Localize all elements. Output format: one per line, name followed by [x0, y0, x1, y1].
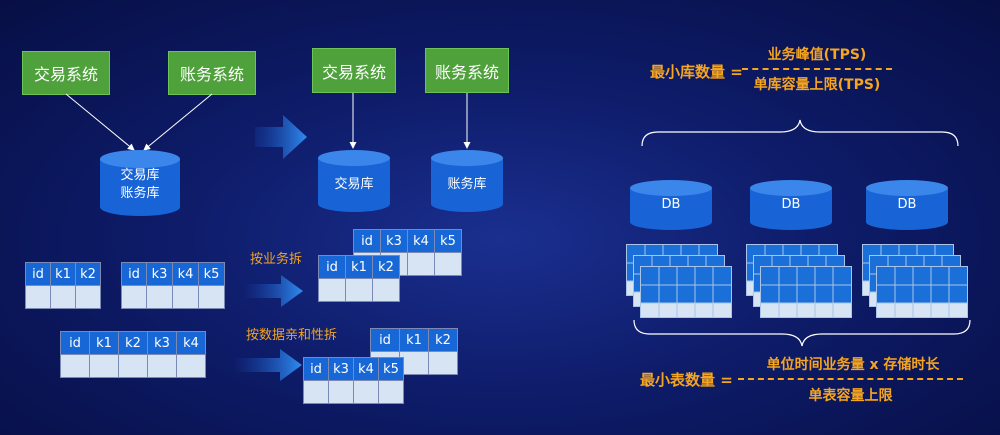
shard-database: DB: [866, 180, 948, 230]
top-brace-icon: [641, 119, 959, 147]
col-header: k1: [399, 328, 429, 352]
shard-db-label: DB: [781, 197, 801, 212]
col-header: k1: [345, 255, 373, 279]
database-icon: [750, 180, 832, 230]
min-table-count-label: 最小表数量 =: [640, 371, 733, 389]
col-header: k4: [407, 229, 435, 253]
combined-db-label-1: 交易库: [120, 168, 160, 183]
account-system-box-split: 账务系统: [425, 48, 509, 93]
account-db-label: 账务库: [447, 177, 487, 192]
source-table-b: id k3 k4 k5: [121, 262, 225, 309]
min-db-denominator: 单库容量上限(TPS): [753, 77, 881, 93]
account-database: 账务库: [431, 150, 503, 212]
database-icon: [630, 180, 712, 230]
right-arrow-icon: [232, 349, 302, 381]
col-header: k3: [380, 229, 408, 253]
min-table-numerator: 单位时间业务量 x 存储时长: [766, 357, 940, 373]
col-header: id: [25, 262, 51, 286]
min-db-count-label: 最小库数量 =: [650, 63, 743, 81]
min-table-denominator: 单表容量上限: [808, 388, 893, 404]
source-table-wide: id k1 k2 k3 k4: [60, 331, 206, 378]
combined-db-label-2: 账务库: [120, 186, 160, 201]
col-header: k5: [378, 357, 404, 381]
source-table-a: id k1 k2: [25, 262, 101, 309]
col-header: k2: [372, 255, 400, 279]
col-header: id: [303, 357, 329, 381]
shard-database: DB: [750, 180, 832, 230]
right-arrow-icon: [255, 115, 307, 159]
table-shard-stack: [876, 266, 968, 318]
account-system-split-label: 账务系统: [434, 62, 499, 82]
min-db-numerator: 业务峰值(TPS): [767, 47, 867, 63]
fraction-line: [738, 378, 963, 380]
col-header: k1: [89, 331, 119, 355]
col-header: id: [353, 229, 381, 253]
database-icon: [100, 150, 180, 216]
col-header: id: [318, 255, 346, 279]
trade-system-split-label: 交易系统: [321, 62, 386, 82]
trade-system-label: 交易系统: [33, 65, 98, 84]
fraction-line: [742, 68, 892, 70]
split-business-label: 按业务拆: [250, 252, 303, 267]
col-header: k2: [428, 328, 458, 352]
split-data-label: 按数据亲和性拆: [246, 328, 338, 343]
right-arrow-icon: [243, 275, 303, 307]
table-shard-stack: [640, 266, 732, 318]
database-icon: [431, 150, 503, 212]
col-header: id: [370, 328, 400, 352]
database-icon: [318, 150, 390, 212]
trade-database: 交易库: [318, 150, 390, 212]
col-header: k2: [75, 262, 101, 286]
col-header: id: [121, 262, 147, 286]
target-table-id-k1-k2: id k1 k2: [370, 328, 458, 375]
col-header: k3: [328, 357, 354, 381]
col-header: k4: [176, 331, 206, 355]
table-shard-stack: [760, 266, 852, 318]
col-header: id: [60, 331, 90, 355]
col-header: k5: [198, 262, 225, 286]
col-header: k4: [172, 262, 199, 286]
shard-db-label: DB: [897, 197, 917, 212]
col-header: k5: [434, 229, 462, 253]
target-table-id-k3-k5: id k3 k4 k5: [303, 357, 404, 404]
shard-database: DB: [630, 180, 712, 230]
bottom-brace-icon: [633, 319, 971, 347]
trade-db-label: 交易库: [334, 177, 374, 192]
combined-database: 交易库 账务库: [100, 150, 180, 216]
trade-system-box-split: 交易系统: [312, 48, 396, 93]
col-header: k3: [147, 331, 177, 355]
target-table-k1-k2: id k1 k2: [318, 255, 400, 302]
account-system-label: 账务系统: [179, 65, 244, 84]
col-header: k1: [50, 262, 76, 286]
trade-system-box: 交易系统: [22, 51, 110, 95]
shard-db-label: DB: [661, 197, 681, 212]
col-header: k3: [146, 262, 173, 286]
database-icon: [866, 180, 948, 230]
col-header: k2: [118, 331, 148, 355]
col-header: k4: [353, 357, 379, 381]
